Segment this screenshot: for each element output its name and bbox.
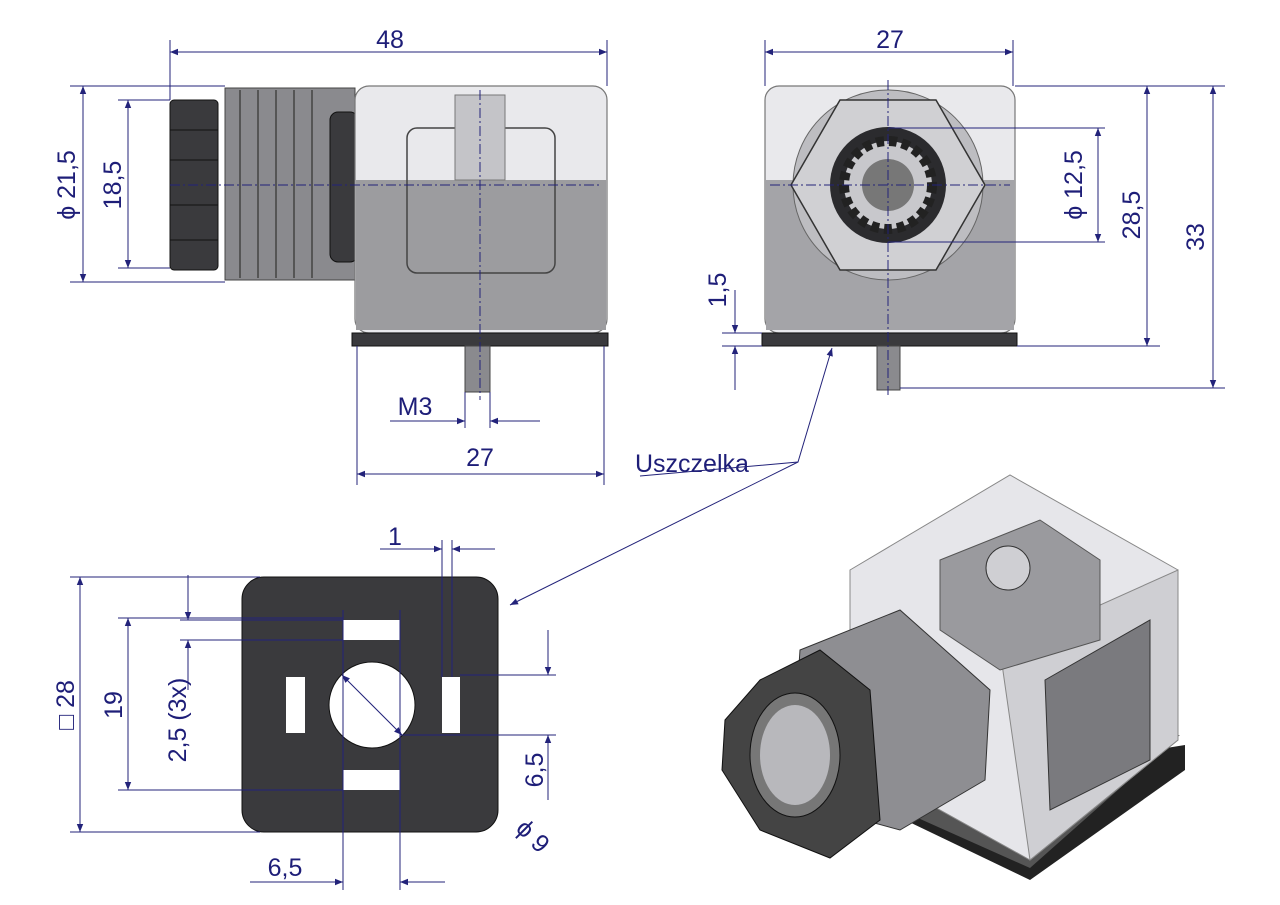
dim-18-5: 18,5 [99, 161, 127, 210]
side-view: 48 ϕ 21,5 18,5 M3 27 [53, 26, 609, 485]
gasket-callout: Uszczelka [635, 450, 749, 478]
dim-27-side: 27 [466, 444, 494, 472]
dim-33: 33 [1182, 223, 1210, 251]
dim-1-5: 1,5 [704, 273, 732, 308]
dim-thread-dia: ϕ 21,5 [53, 150, 81, 220]
screw [464, 345, 491, 393]
dim-6-5-bottom: 6,5 [268, 854, 303, 882]
isometric-view [721, 474, 1185, 880]
dim-27-front: 27 [876, 26, 904, 54]
dim-1: 1 [388, 523, 402, 551]
dim-hole-dia: ϕ 12,5 [1060, 150, 1088, 220]
dim-slot-width: 2,5 (3x) [164, 678, 192, 763]
front-view: 27 ϕ 12,5 28,5 33 1,5 [704, 26, 1225, 395]
dim-28-5: 28,5 [1118, 191, 1146, 240]
dim-hole-9: ϕ 9 [510, 814, 554, 858]
dim-19: 19 [100, 691, 128, 719]
dim-square-28: □ 28 [52, 680, 80, 730]
dim-m3: M3 [398, 393, 433, 421]
gasket-front [761, 332, 1018, 347]
dim-6-5-right: 6,5 [521, 753, 549, 788]
gasket-view: 1 □ 28 19 2,5 (3x) 6,5 ϕ 9 6,5 [52, 523, 556, 890]
dim-48: 48 [376, 26, 404, 54]
